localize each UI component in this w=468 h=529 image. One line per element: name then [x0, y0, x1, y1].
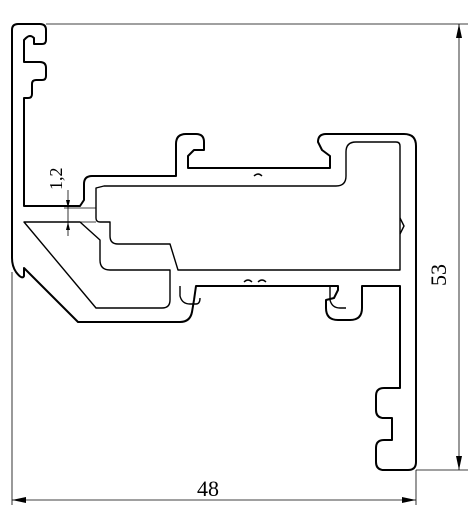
- width-dimension-label: 48: [197, 476, 219, 501]
- width-arrow-left: [12, 497, 26, 503]
- lower-slot-right: [329, 286, 346, 309]
- height-dimension-label: 53: [426, 264, 451, 286]
- web-ridge-top: [253, 173, 263, 177]
- web-ridge-bottom-left: [243, 279, 253, 283]
- right-wall-notch: [399, 217, 405, 235]
- inner-chamber-outline: [95, 141, 401, 271]
- lower-slot-left: [179, 286, 201, 305]
- width-arrow-right: [402, 497, 416, 503]
- diagonal-brace-outline: [23, 221, 171, 309]
- wall-thickness-dimension: 1,2: [46, 168, 96, 236]
- left-flange-outline: [11, 23, 417, 471]
- aluminium-profile: [11, 23, 417, 471]
- wall-thickness-label: 1,2: [46, 168, 66, 191]
- width-dimension: 48: [11, 272, 417, 505]
- height-arrow-bottom: [456, 456, 462, 470]
- thickness-arrow-top: [66, 200, 70, 208]
- height-dimension: 53: [46, 23, 468, 471]
- height-arrow-top: [456, 24, 462, 38]
- web-ridge-bottom-right: [257, 279, 267, 283]
- thickness-arrow-bottom: [66, 222, 70, 230]
